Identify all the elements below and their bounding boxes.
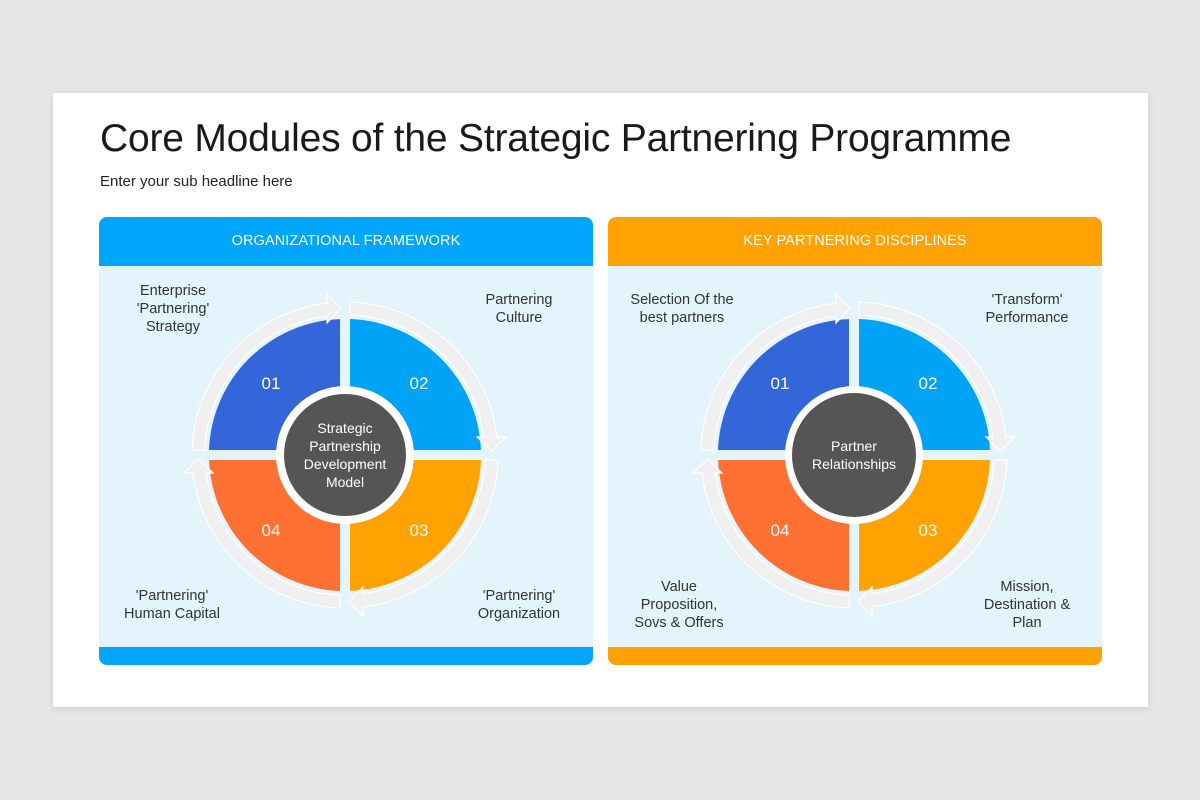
cycle-diagram: 01 02 03 04 Strategic Partnership Develo…: [182, 292, 508, 618]
cycle-diagram: 01 02 03 04 Partner Relationships: [691, 292, 1017, 618]
quadrant-number: 04: [771, 521, 790, 540]
center-text-line: Model: [326, 474, 364, 490]
quadrant-number: 03: [410, 521, 429, 540]
quadrant-label-03: 'Partnering' Organization: [477, 588, 561, 622]
quadrant-label-04: 'Partnering' Human Capital: [124, 588, 220, 622]
center-text-line: Strategic: [317, 420, 372, 436]
panel-footer-bar: [608, 647, 1102, 665]
panel-key-partnering-disciplines: KEY PARTNERING DISCIPLINES 01 02 03 04: [608, 217, 1102, 665]
quadrant-number: 02: [410, 374, 429, 393]
quadrant-number: 01: [771, 374, 790, 393]
quadrant-number: 04: [262, 521, 281, 540]
quadrant-label-04: Value Proposition, Sovs & Offers: [634, 579, 724, 631]
center-text-line: Development: [304, 456, 387, 472]
cycle-arrow-icon: [700, 292, 851, 451]
panel-footer-bar: [99, 647, 593, 665]
quadrant-label-01: Selection Of the best partners: [630, 292, 734, 326]
cycle-arrow-icon: [191, 292, 342, 451]
panel-header: KEY PARTNERING DISCIPLINES: [608, 217, 1102, 266]
quadrant-number: 01: [262, 374, 281, 393]
quadrant-label-03: Mission, Destination & Plan: [983, 579, 1071, 631]
quadrant-number: 02: [919, 374, 938, 393]
cycle-arrow-icon: [857, 459, 1008, 618]
panel-organizational-framework: ORGANIZATIONAL FRAMEWORK 01: [99, 217, 593, 665]
page-subtitle: Enter your sub headline here: [100, 173, 293, 190]
page-title: Core Modules of the Strategic Partnering…: [100, 117, 1012, 160]
slide: Core Modules of the Strategic Partnering…: [53, 93, 1148, 707]
center-circle: [284, 394, 406, 516]
center-text-line: Partnership: [309, 438, 381, 454]
quadrant-label-02: 'Transform' Performance: [985, 292, 1069, 326]
cycle-arrow-icon: [858, 301, 1017, 452]
quadrant-label-02: Partnering Culture: [485, 292, 553, 326]
quadrant-label-01: Enterprise 'Partnering' Strategy: [136, 283, 210, 335]
quadrant-number: 03: [919, 521, 938, 540]
cycle-arrow-icon: [691, 458, 850, 609]
center-text-line: Relationships: [812, 456, 896, 472]
cycle-arrow-icon: [182, 458, 341, 609]
panel-header: ORGANIZATIONAL FRAMEWORK: [99, 217, 593, 266]
cycle-arrow-icon: [348, 459, 499, 618]
center-circle: [792, 393, 916, 517]
center-text-line: Partner: [831, 438, 877, 454]
cycle-arrow-icon: [349, 301, 508, 452]
